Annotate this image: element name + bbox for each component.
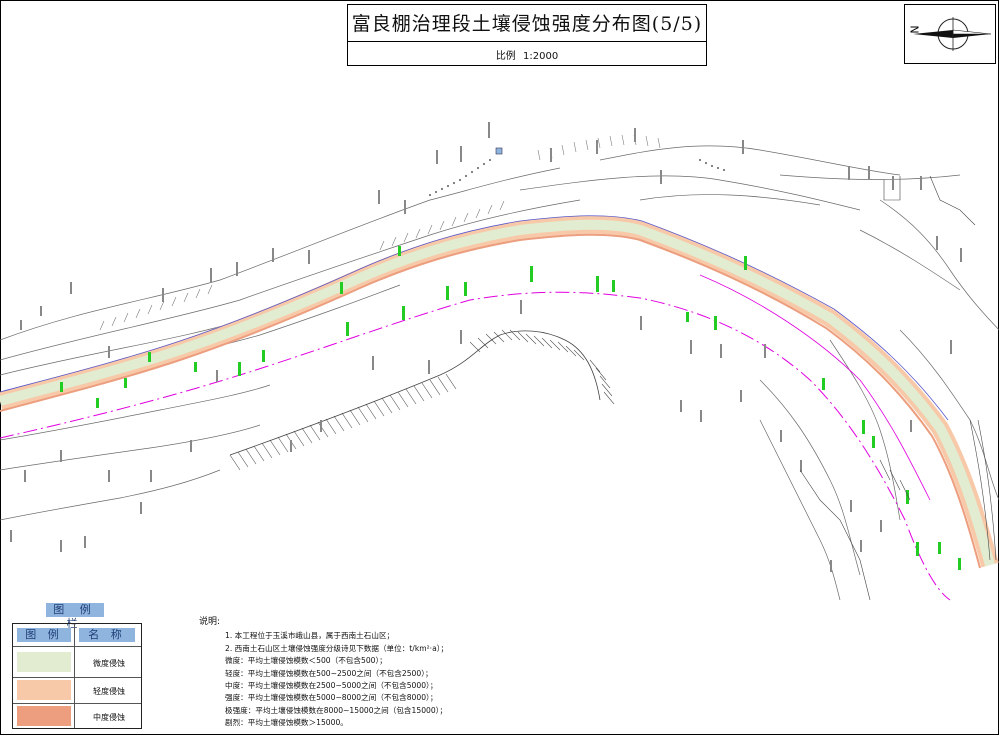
legend-swatch-moderate [17,706,71,726]
note-line: 微度：平均土壤侵蚀模数＜500（不包含500）； [225,656,387,666]
legend-label-light: 轻度侵蚀 [93,687,125,696]
map-title: 富良棚治理段土壤侵蚀强度分布图(5/5) [351,13,703,35]
terrain-lines [0,145,999,601]
scale-indicator: 比例 1:2000 [348,47,706,62]
lower-bank-edge [229,330,601,456]
note-line: 1. 本工程位于玉溪市峨山县，属于西南土石山区； [225,631,395,641]
notes-heading: 说明: [199,617,221,627]
legend-table: 图 例 名 称 微度侵蚀 轻度侵蚀 中度侵蚀 [12,623,142,729]
note-line: 极强度：平均土壤侵蚀模数在8000~15000之间（包含15000）； [225,705,448,715]
dotted-bank-symbols [428,158,726,197]
structure-marker [495,147,503,155]
legend-header-symbol: 图 例 [17,628,71,642]
boundary-line [0,291,951,601]
legend-column-divider [74,624,75,728]
lower-bank-hatch [229,329,615,471]
erosion-band [0,215,999,569]
legend-divider [13,646,141,647]
scale-label: 比例 [495,51,516,62]
title-divider [348,41,706,42]
elevation-marks [10,122,962,572]
legend-swatch-light [17,680,71,700]
north-arrow-icon [913,17,992,51]
note-line: 剧烈：平均土壤侵蚀模数＞15000。 [225,718,348,728]
legend-divider [13,703,141,704]
legend-label-slight: 微度侵蚀 [93,659,125,668]
road-edge-line [699,274,931,501]
legend-divider [13,677,141,678]
legend-title: 图 例 栏 [46,603,104,630]
notes-block: 说明: 1. 本工程位于玉溪市峨山县，属于西南土石山区； 2. 西南土石山区土壤… [199,616,619,730]
north-label: N [908,25,922,34]
note-line: 2. 西南土石山区土壤侵蚀强度分级诗见下数据（单位：t/km²·a）； [225,643,449,653]
right-bank-structures [799,175,997,601]
north-arrow-box: N [904,4,996,64]
title-block: 富良棚治理段土壤侵蚀强度分布图(5/5) 比例 1:2000 [347,4,707,66]
legend-swatch-slight [17,652,71,672]
legend-label-moderate: 中度侵蚀 [93,713,125,722]
note-line: 轻度：平均土壤侵蚀模数在500~2500之间（不包含2500）； [225,668,433,678]
scale-value: 1:2000 [523,51,559,62]
note-line: 强度：平均土壤侵蚀模数在5000~8000之间（不包含8000）； [225,693,438,703]
survey-labels [60,246,961,570]
legend-header-name: 名 称 [79,628,135,642]
note-line: 中度：平均土壤侵蚀模数在2500~5000之间（不包含5000）； [225,681,438,691]
